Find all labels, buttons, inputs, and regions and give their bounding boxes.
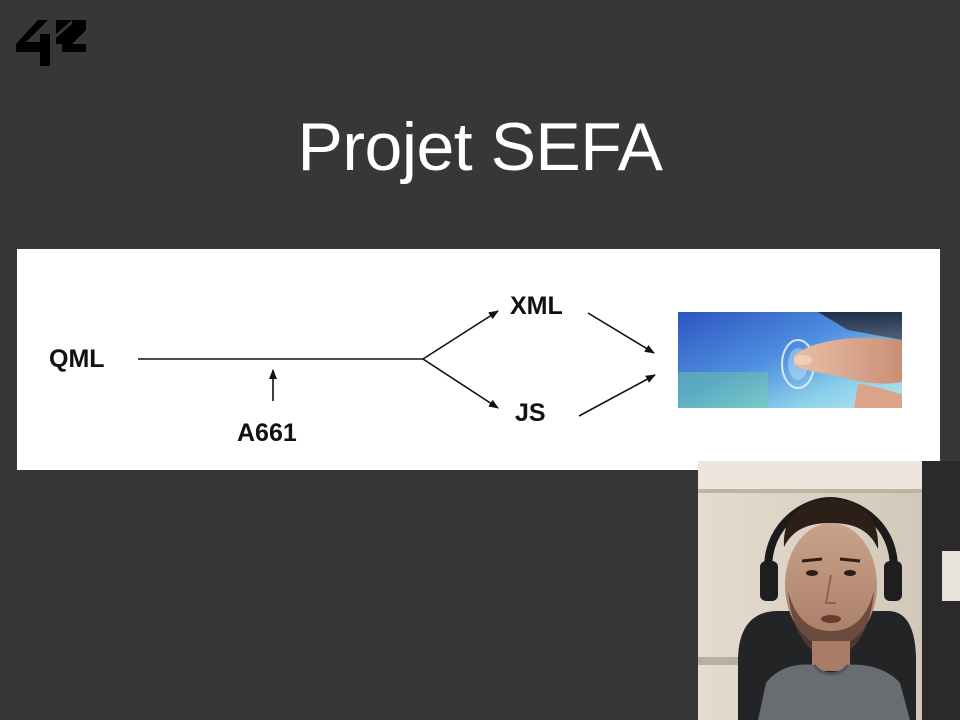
node-xml: XML <box>510 292 563 321</box>
touchscreen-finger-image <box>678 312 902 408</box>
presenter-webcam-image <box>698 461 960 720</box>
node-a661: A661 <box>237 419 297 448</box>
xml-to-image-arrow <box>588 313 654 353</box>
branch-to-js-arrow <box>423 359 498 408</box>
42-logo-icon <box>14 16 88 68</box>
diagram-panel: QML A661 XML JS <box>17 249 940 470</box>
branch-to-xml-arrow <box>423 311 498 359</box>
node-qml: QML <box>49 345 105 374</box>
js-to-image-arrow <box>579 375 655 416</box>
slide-title: Projet SEFA <box>0 108 960 186</box>
node-js: JS <box>515 399 546 428</box>
